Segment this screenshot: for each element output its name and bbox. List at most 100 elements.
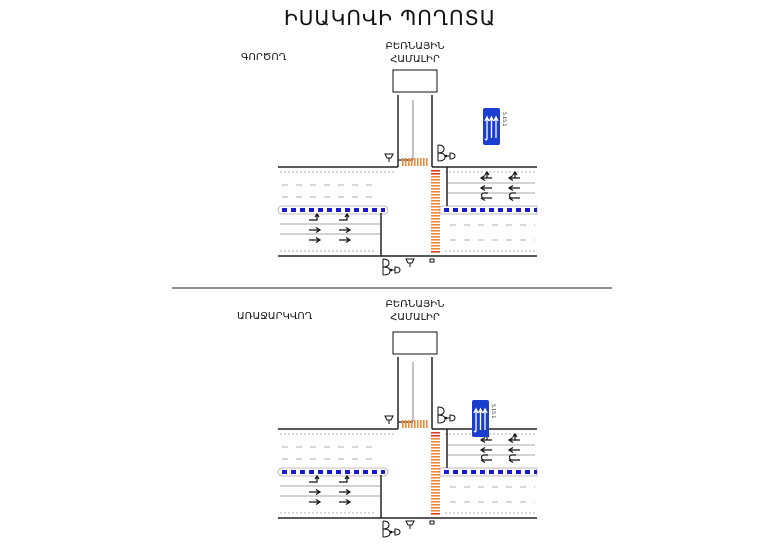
crosswalk-stripe	[431, 456, 440, 458]
arrow-uturn-icon	[508, 454, 520, 464]
crosswalk-stripe	[431, 227, 440, 229]
crosswalk-stripe	[431, 206, 440, 208]
lane-arrow-uturn	[508, 192, 520, 202]
crosswalk-stripe	[431, 188, 440, 190]
crosswalk-stripe	[431, 486, 440, 488]
lane-arrow-right	[339, 498, 352, 506]
lane-arrow-right	[339, 488, 352, 496]
crosswalk-stripe	[431, 185, 440, 187]
crosswalk-stripe	[431, 182, 440, 184]
lane-arrow-uturn	[480, 192, 492, 202]
arrow-right-icon	[309, 498, 322, 506]
traffic-light-icon	[405, 520, 415, 526]
panel-label-existing: ԳՈՐԾՈՂ	[241, 52, 287, 63]
crosswalk-stripe	[431, 218, 440, 220]
traffic-light-icon	[382, 258, 391, 276]
crosswalk-stripe	[431, 501, 440, 503]
crosswalk-stripe	[423, 158, 425, 166]
lane-arrows-icon	[473, 407, 488, 433]
lane-direction-sign: 5.15.1	[483, 108, 507, 145]
crosswalk-stripe	[431, 224, 440, 226]
crosswalk-stripe	[431, 173, 440, 175]
building-label-line1: ԲԵՌՆԱՅԻՆ	[385, 41, 445, 52]
arrow-left-straight-icon	[507, 432, 520, 444]
crosswalk-stripe	[431, 233, 440, 235]
traffic-light-icon	[384, 415, 394, 421]
traffic-light-top-left	[384, 415, 394, 424]
crosswalk-stripe	[431, 462, 440, 464]
intersection-panel-existing: 5.15.1	[277, 69, 538, 276]
crosswalk-stripe	[402, 420, 404, 428]
crosswalk-stripe	[431, 435, 440, 437]
arrow-left-icon	[479, 184, 492, 192]
traffic-light-dot	[389, 268, 393, 272]
lane-arrow-right-up	[339, 474, 350, 483]
lane-arrow-right	[339, 236, 352, 244]
crosswalk-stripe	[431, 236, 440, 238]
crosswalk-stripe	[405, 158, 407, 166]
lane-arrow-right	[309, 226, 322, 234]
lane-arrow-left-up	[507, 170, 520, 182]
traffic-light-head	[394, 266, 401, 274]
crosswalk-stripe	[414, 420, 416, 428]
arrow-left-straight-icon	[507, 170, 520, 182]
arrow-left-straight-icon	[479, 432, 492, 444]
traffic-light-bottom-left	[382, 258, 401, 276]
traffic-light-bottom-left	[382, 520, 401, 538]
crosswalk-stripe	[408, 420, 410, 428]
crosswalk-stripe	[431, 495, 440, 497]
crosswalk-stripe	[411, 158, 413, 166]
lane-direction-sign: 5.15.1	[472, 400, 496, 437]
crosswalk-stripe	[431, 474, 440, 476]
lane-arrow-right-up	[339, 212, 350, 221]
traffic-light-head	[449, 414, 456, 422]
arrow-right-icon	[339, 488, 352, 496]
crosswalk-stripe	[431, 251, 440, 253]
arrow-right-icon	[339, 498, 352, 506]
crosswalk-stripe	[431, 432, 440, 434]
lane-arrow-uturn	[480, 454, 492, 464]
crosswalk-stripe	[431, 453, 440, 455]
crosswalk-stripe	[431, 170, 440, 172]
crosswalk-stripe	[420, 420, 422, 428]
pedestrian-signal	[429, 520, 435, 525]
crosswalk-stripe	[431, 176, 440, 178]
crosswalk-stripe	[431, 504, 440, 506]
traffic-light-top-right	[437, 406, 456, 424]
crosswalk-stripe	[431, 248, 440, 250]
lane-arrow-left-up	[507, 432, 520, 444]
crosswalk-stripe	[431, 489, 440, 491]
crosswalk-stripe	[402, 158, 404, 166]
traffic-light-top-right	[437, 144, 456, 162]
arrow-right-icon	[339, 236, 352, 244]
arrow-straight-right-icon	[309, 212, 320, 221]
arrow-straight-right-icon	[339, 474, 350, 483]
crosswalk-stripe	[431, 513, 440, 515]
arrow-right-icon	[339, 226, 352, 234]
traffic-light-head	[394, 528, 401, 536]
sign-code-label: 5.15.1	[501, 112, 507, 126]
crosswalk-stripe	[431, 203, 440, 205]
lane-arrow-left	[479, 184, 492, 192]
lane-arrow-right	[309, 236, 322, 244]
arrow-straight-right-icon	[309, 474, 320, 483]
crosswalk-stripe	[431, 209, 440, 211]
building-label-line2: ՀԱՄԱԼԻՐ	[390, 312, 440, 323]
crosswalk-stripe	[420, 158, 422, 166]
crosswalk-stripe	[431, 471, 440, 473]
crosswalk-stripe	[431, 468, 440, 470]
diagram-title: ԻՍԱԿՈՎԻ ՊՈՂՈՏԱ	[283, 6, 497, 30]
arrow-left-icon	[507, 446, 520, 454]
median-left	[277, 205, 389, 215]
crosswalk-stripe	[431, 510, 440, 512]
crosswalk-stripe	[417, 420, 419, 428]
building-label-proposed: ԲԵՌՆԱՅԻՆ ՀԱՄԱԼԻՐ	[355, 298, 475, 324]
arrow-left-icon	[479, 446, 492, 454]
lane-arrow-right	[309, 488, 322, 496]
crosswalk-stripe	[431, 477, 440, 479]
arrow-left-straight-icon	[479, 170, 492, 182]
arrow-left-icon	[507, 184, 520, 192]
arrow-uturn-icon	[480, 192, 492, 202]
arrow-right-icon	[309, 226, 322, 234]
